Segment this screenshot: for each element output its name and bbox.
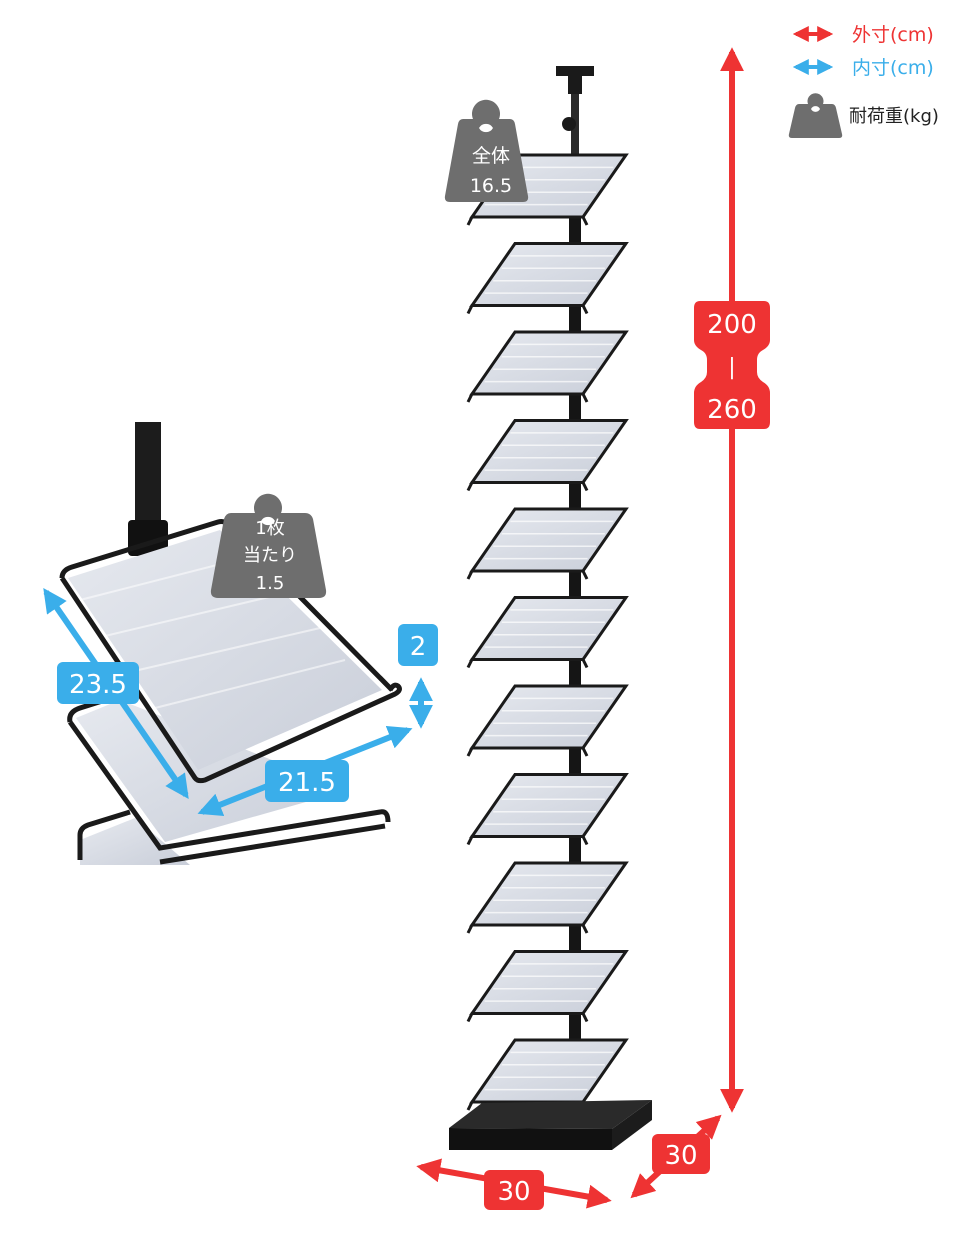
total-weight-label: 全体	[472, 145, 510, 167]
tower-shelf-panel	[469, 242, 629, 307]
depth-value: 30	[664, 1141, 697, 1171]
shelf-width-dimension: 21.5	[197, 725, 413, 817]
tower-shelf	[466, 684, 629, 757]
tower-shelf-panel	[469, 1038, 629, 1104]
lip-height-value: 2	[410, 632, 427, 662]
tower-shelf-lip	[466, 569, 589, 580]
ceiling-pad	[556, 66, 594, 76]
legend-weight-icon	[788, 93, 843, 138]
tower-shelf	[466, 773, 629, 846]
base-plate-front	[449, 1128, 612, 1150]
shelf-width-label-box	[265, 760, 349, 802]
per-shelf-weight-tag: 1枚 当たり 1.5	[210, 493, 327, 598]
adjuster-knob	[562, 117, 576, 131]
tower-shelf-panel	[469, 419, 629, 484]
detail-pole	[135, 422, 161, 532]
weight-icon	[444, 99, 529, 202]
width-dimension: 30	[416, 1158, 612, 1210]
depth-dimension: 30	[630, 1114, 722, 1199]
tower-shelf-lip	[466, 658, 589, 669]
tower-shelf	[466, 950, 629, 1023]
height-label-box	[694, 301, 770, 429]
tower-shelf-lip	[466, 392, 589, 403]
tower-shelf-lip	[466, 1012, 589, 1023]
height-max: 260	[707, 395, 757, 425]
total-weight-tag: 全体 16.5	[444, 99, 529, 202]
height-separator: |	[728, 355, 735, 380]
tower-shelf-lip	[466, 923, 589, 934]
detail-shelf-3-panel	[80, 818, 190, 865]
shelf-depth-label-box	[57, 662, 139, 704]
tower-shelf-lip	[466, 835, 589, 846]
width-value: 30	[497, 1177, 530, 1207]
per-shelf-line1: 1枚	[255, 518, 284, 539]
height-min: 200	[707, 310, 757, 340]
legend-outer-label: 外寸(cm)	[852, 24, 934, 46]
shelf-width-value: 21.5	[278, 768, 336, 798]
tower-shelf	[466, 419, 629, 492]
tower-shelf	[466, 242, 629, 315]
tower-shelf-panel	[469, 861, 629, 927]
ceiling-pad-neck	[568, 76, 582, 94]
shelf-depth-value: 23.5	[69, 670, 127, 700]
tower-shelf-panel	[469, 507, 629, 573]
weight-icon	[210, 493, 327, 598]
tower-shelf-panel	[469, 330, 629, 396]
tower-shelf-lip	[466, 746, 589, 757]
legend-inner-label: 内寸(cm)	[852, 57, 934, 79]
per-shelf-value: 1.5	[256, 573, 285, 594]
detail-shelf-3-frame	[77, 809, 386, 865]
tower-shelf	[466, 1038, 629, 1111]
tower-shelf-panel	[469, 773, 629, 838]
legend: 外寸(cm) 内寸(cm) 耐荷重(kg)	[788, 24, 939, 138]
tower-shelf	[466, 861, 629, 934]
lip-height-dimension: 2	[398, 624, 438, 729]
depth-label-box	[652, 1134, 710, 1174]
tower-shelf	[466, 330, 629, 403]
per-shelf-line2: 当たり	[243, 545, 297, 566]
shelf-depth-dimension: 23.5	[43, 588, 189, 799]
tower-shelf-lip	[466, 481, 589, 492]
shelf-tower	[449, 66, 652, 1150]
tower-shelf	[466, 507, 629, 580]
tower-shelf-panel	[469, 596, 629, 661]
width-label-box	[484, 1170, 544, 1210]
tower-shelf-lip	[466, 304, 589, 315]
height-dimension: 200 | 260	[694, 47, 770, 1113]
tower-shelf-panel	[469, 950, 629, 1015]
tower-shelf-panel	[469, 684, 629, 750]
tower-shelves	[466, 153, 629, 1111]
total-weight-value: 16.5	[470, 175, 512, 197]
lip-height-label-box	[398, 624, 438, 666]
legend-load-label: 耐荷重(kg)	[849, 106, 939, 127]
base-plate-top	[449, 1100, 652, 1129]
tower-shelf	[466, 596, 629, 669]
tower-shelf-lip	[466, 215, 589, 226]
